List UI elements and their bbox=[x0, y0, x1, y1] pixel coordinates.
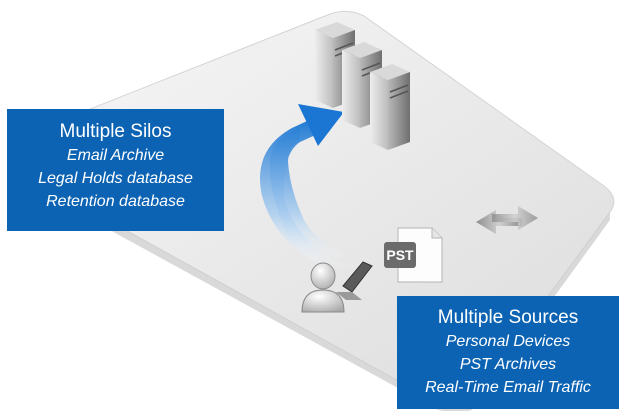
sources-title: Multiple Sources bbox=[437, 307, 579, 328]
sources-item: Personal Devices bbox=[445, 333, 571, 350]
curved-arrow-head bbox=[298, 104, 344, 146]
laptop-icon bbox=[336, 261, 373, 300]
bidirectional-arrow-icon bbox=[476, 206, 538, 234]
curved-arrow-shaft bbox=[260, 116, 356, 270]
multiple-silos-box: Multiple Silos Email Archive Legal Holds… bbox=[7, 109, 224, 231]
server-icon bbox=[370, 64, 410, 150]
document-icon bbox=[397, 227, 443, 283]
multiple-sources-box: Multiple Sources Personal Devices PST Ar… bbox=[397, 296, 619, 409]
sources-item: Real-Time Email Traffic bbox=[425, 379, 591, 396]
silos-title: Multiple Silos bbox=[59, 121, 172, 142]
silos-item: Retention database bbox=[46, 193, 185, 210]
sources-item: PST Archives bbox=[459, 356, 557, 373]
user-icon bbox=[301, 262, 345, 313]
silos-item: Legal Holds database bbox=[38, 170, 193, 187]
silos-item: Email Archive bbox=[66, 147, 165, 164]
pst-label: PST bbox=[384, 242, 416, 268]
